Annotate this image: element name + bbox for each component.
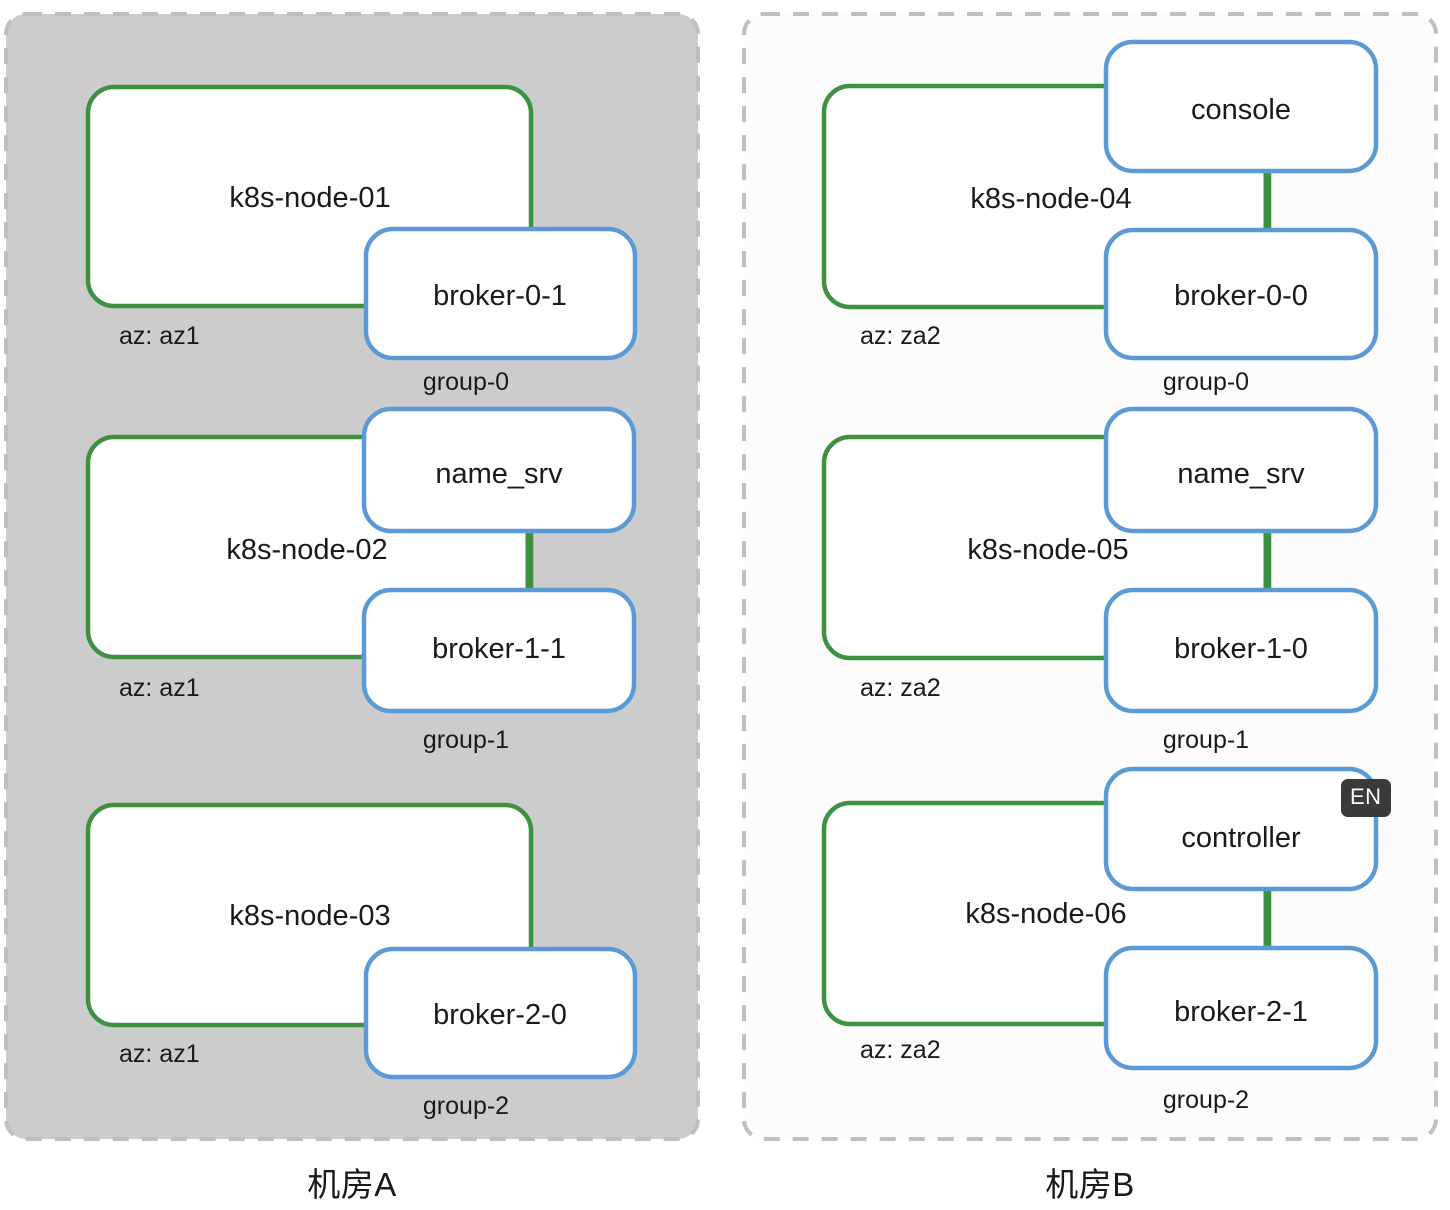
- pod-broker-2-0-box[interactable]: [363, 946, 638, 1080]
- k8s-node-04-label: k8s-node-04: [970, 183, 1131, 215]
- az-label-k8s-node-03: az: az1: [119, 1040, 200, 1068]
- pod-controller-box[interactable]: [1103, 766, 1379, 892]
- pod-broker-1-1-box[interactable]: [361, 587, 637, 714]
- pod-broker-1-1-label: broker-1-1: [432, 633, 566, 665]
- ime-en-badge[interactable]: EN: [1341, 779, 1391, 817]
- az-label-k8s-node-01: az: az1: [119, 322, 200, 350]
- k8s-node-05-label: k8s-node-05: [967, 534, 1128, 566]
- zone-a-caption: 机房A: [307, 1166, 397, 1203]
- pod-broker-0-1[interactable]: broker-0-1: [363, 226, 638, 361]
- az-label-k8s-node-06: az: za2: [860, 1036, 941, 1064]
- pod-name-srv-b-label: name_srv: [1177, 458, 1305, 490]
- k8s-node-02-label: k8s-node-02: [226, 534, 387, 566]
- pod-controller[interactable]: controller: [1103, 766, 1379, 892]
- zone-b-caption: 机房B: [1045, 1166, 1135, 1203]
- pod-controller-label: controller: [1181, 822, 1301, 854]
- az-label-k8s-node-02: az: az1: [119, 674, 200, 702]
- pod-broker-2-1[interactable]: broker-2-1: [1103, 945, 1379, 1071]
- pod-broker-2-0-label: broker-2-0: [433, 999, 567, 1031]
- pod-broker-2-1-label: broker-2-1: [1174, 996, 1308, 1028]
- group-label-broker-2-1: group-2: [1163, 1086, 1249, 1114]
- pod-broker-0-0-box[interactable]: [1103, 227, 1379, 361]
- pod-broker-1-0[interactable]: broker-1-0: [1103, 587, 1379, 714]
- az-label-k8s-node-04: az: za2: [860, 322, 941, 350]
- group-label-broker-0-0: group-0: [1163, 368, 1249, 396]
- az-label-k8s-node-05: az: za2: [860, 674, 941, 702]
- pod-name-srv-a-label: name_srv: [435, 458, 563, 490]
- pod-name-srv-b-box[interactable]: [1103, 406, 1379, 534]
- k8s-node-06-label: k8s-node-06: [965, 898, 1126, 930]
- pod-name-srv-a-box[interactable]: [361, 406, 637, 534]
- pod-console-label: console: [1191, 94, 1291, 126]
- pod-broker-0-0-label: broker-0-0: [1174, 280, 1308, 312]
- k8s-node-03-label: k8s-node-03: [229, 900, 390, 932]
- pod-console-box[interactable]: [1103, 39, 1379, 174]
- pod-broker-0-1-box[interactable]: [363, 226, 638, 361]
- pod-broker-1-1[interactable]: broker-1-1: [361, 587, 637, 714]
- pod-broker-2-1-box[interactable]: [1103, 945, 1379, 1071]
- pod-name-srv-a[interactable]: name_srv: [361, 406, 637, 534]
- k8s-node-01-label: k8s-node-01: [229, 182, 390, 214]
- group-label-broker-1-1: group-1: [423, 726, 509, 754]
- pod-broker-1-0-label: broker-1-0: [1174, 633, 1308, 665]
- pod-name-srv-b[interactable]: name_srv: [1103, 406, 1379, 534]
- group-label-broker-0-1: group-0: [423, 368, 509, 396]
- pod-broker-0-0[interactable]: broker-0-0: [1103, 227, 1379, 361]
- pod-console[interactable]: console: [1103, 39, 1379, 174]
- pod-broker-0-1-label: broker-0-1: [433, 280, 567, 312]
- group-label-broker-1-0: group-1: [1163, 726, 1249, 754]
- pod-broker-1-0-box[interactable]: [1103, 587, 1379, 714]
- pod-broker-2-0[interactable]: broker-2-0: [363, 946, 638, 1080]
- group-label-broker-2-0: group-2: [423, 1092, 509, 1120]
